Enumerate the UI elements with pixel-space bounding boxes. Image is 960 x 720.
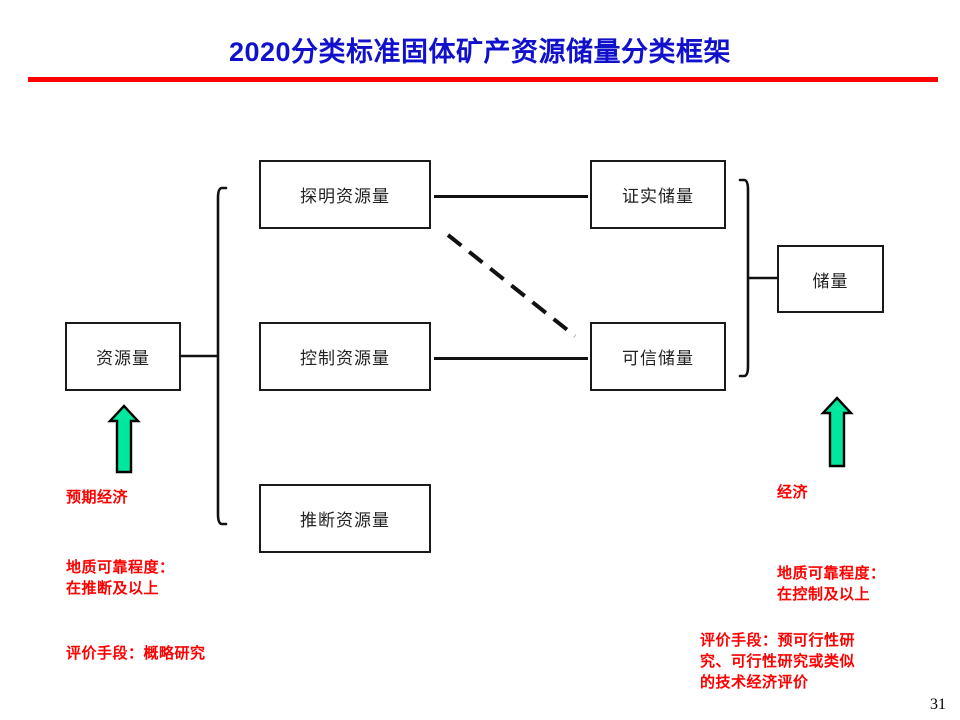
node-indicated-resource[interactable]: 控制资源量 xyxy=(259,322,431,391)
node-probable-reserve[interactable]: 可信储量 xyxy=(590,322,726,391)
connector-measured-to-probable-dashed xyxy=(446,233,577,338)
note-left-economic-status: 预期经济 xyxy=(66,489,129,506)
title-divider-rule xyxy=(28,77,938,82)
node-resource-quantity[interactable]: 资源量 xyxy=(65,322,181,391)
up-arrow-icon-right xyxy=(820,396,854,468)
node-inferred-resource[interactable]: 推断资源量 xyxy=(259,484,431,553)
node-reserve-total[interactable]: 储量 xyxy=(777,245,884,313)
page-title: 2020分类标准固体矿产资源储量分类框架 xyxy=(228,37,732,67)
note-right-economic-status: 经济 xyxy=(777,484,809,501)
left-curly-brace xyxy=(178,186,228,526)
up-arrow-icon-left xyxy=(107,404,141,474)
connector-measured-to-proved xyxy=(434,195,588,198)
connector-indicated-to-probable xyxy=(434,357,588,360)
note-right-geological-confidence: 地质可靠程度： 在控制及以上 xyxy=(777,565,886,603)
node-proved-reserve[interactable]: 证实储量 xyxy=(590,160,726,229)
page-number: 31 xyxy=(930,696,946,713)
note-right-evaluation-method: 评价手段：预可行性研 究、可行性研究或类似 的技术经济评价 xyxy=(700,632,856,691)
node-measured-resource[interactable]: 探明资源量 xyxy=(259,160,431,229)
note-left-geological-confidence: 地质可靠程度： 在推断及以上 xyxy=(66,559,175,597)
note-left-evaluation-method: 评价手段：概略研究 xyxy=(66,645,206,662)
